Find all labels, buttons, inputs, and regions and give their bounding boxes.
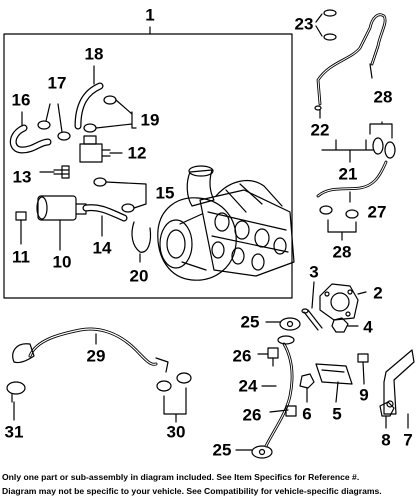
callout-21: 21 [338,164,358,184]
assembly-box [3,33,293,299]
callout-1: 1 [145,5,155,25]
bolt-part-9 [357,353,369,385]
coolant-line-part-21 [314,13,387,111]
callout-29: 29 [86,346,106,366]
callout-13: 13 [12,167,32,187]
callout-2: 2 [373,283,383,303]
gasket-part-25 [235,317,301,459]
callout-16: 16 [11,90,31,110]
callout-25-upper: 25 [240,312,260,332]
turbocharger-exploded-diagram [3,9,415,459]
callout-19: 19 [140,110,160,130]
oil-line-part-27 [316,137,396,203]
callout-8: 8 [381,430,391,450]
solenoid-part-12 [79,135,123,163]
clamp-part-17 [37,103,71,141]
valve-part-10 [36,195,87,251]
callout-4: 4 [363,317,373,337]
bracket-part-5 [315,363,353,403]
callout-25-lower: 25 [212,440,232,460]
oil-return-line-part-24 [261,335,295,448]
leader-21 [321,139,375,163]
callout-23: 23 [294,14,314,34]
callout-14: 14 [92,238,112,258]
clamp-part-19 [83,95,137,133]
bolt-part-26 [257,347,297,417]
washer-part-23 [315,9,337,41]
callout-5: 5 [332,404,342,424]
stud-part-3 [301,281,323,331]
callout-12: 12 [127,143,147,163]
callout-22: 22 [310,120,330,140]
disclaimer-line-1: Only one part or sub-assembly in diagram… [2,472,360,482]
disclaimer-footer: Only one part or sub-assembly in diagram… [0,470,418,500]
callout-10: 10 [52,252,72,272]
callout-18: 18 [84,44,104,64]
washer-part-28 [319,121,393,241]
callout-26-lower: 26 [242,405,262,425]
bolt-part-13 [39,165,70,179]
callout-15: 15 [155,183,175,203]
callout-11: 11 [12,247,30,267]
callout-27: 27 [367,202,387,222]
nut-part-4 [331,317,359,333]
gasket-part-20 [131,221,152,263]
callout-28-upper: 28 [373,87,393,107]
clamp-part-30 [156,372,192,423]
bolt-part-8 [379,401,395,429]
callout-17: 17 [47,73,67,93]
nut-part-6 [299,373,315,403]
disclaimer-line-2: Diagram may not be specific to your vehi… [2,486,382,496]
callout-26-upper: 26 [232,346,252,366]
gasket-part-2 [319,283,367,321]
callout-7: 7 [403,430,413,450]
callout-30: 30 [166,422,186,442]
callout-3: 3 [309,262,319,282]
bolt-part-11 [15,211,27,245]
callout-6: 6 [302,404,312,424]
callout-24: 24 [238,376,258,396]
callout-31: 31 [4,422,24,442]
clamp-part-31 [6,381,26,421]
callout-20: 20 [129,266,149,286]
bracket-part-7 [383,349,415,429]
callout-9: 9 [359,385,369,405]
clamp-part-15 [93,177,147,213]
callout-28-lower: 28 [332,242,352,262]
turbocharger-part [157,165,295,281]
hose-part-29 [12,327,169,373]
